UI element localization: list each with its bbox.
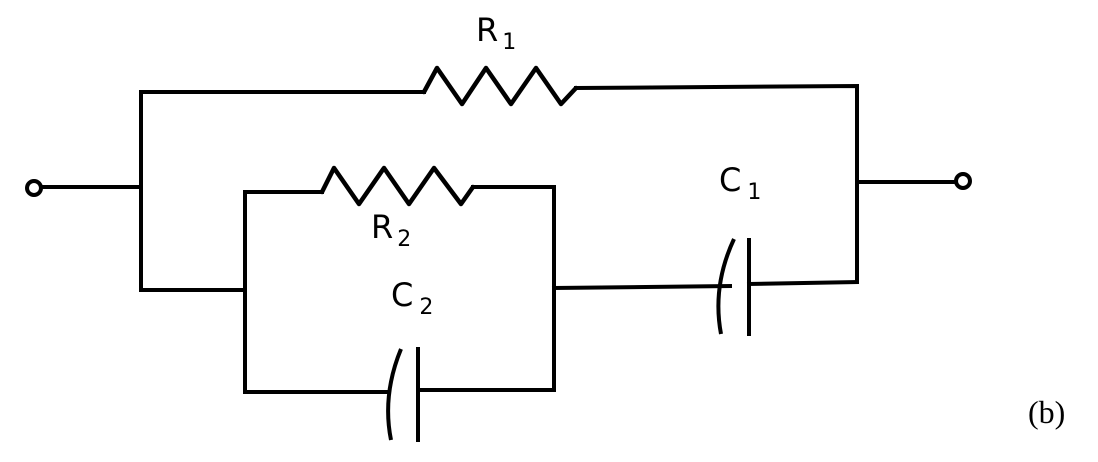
- right-terminal-lead: [855, 172, 972, 190]
- panel-label: (b): [1028, 394, 1065, 430]
- c2-capacitor: [386, 347, 420, 442]
- right-terminal: [954, 172, 972, 190]
- r1-resistor: [421, 65, 579, 107]
- left-terminal: [25, 179, 43, 197]
- left-terminal-lead: [25, 179, 143, 197]
- top-branch-wire: [139, 83, 859, 284]
- r2-resistor: [319, 165, 476, 207]
- c1-to-right-bus-wire: [746, 279, 860, 287]
- block-to-c1-wire: [551, 283, 733, 291]
- c1-capacitor: [716, 238, 751, 336]
